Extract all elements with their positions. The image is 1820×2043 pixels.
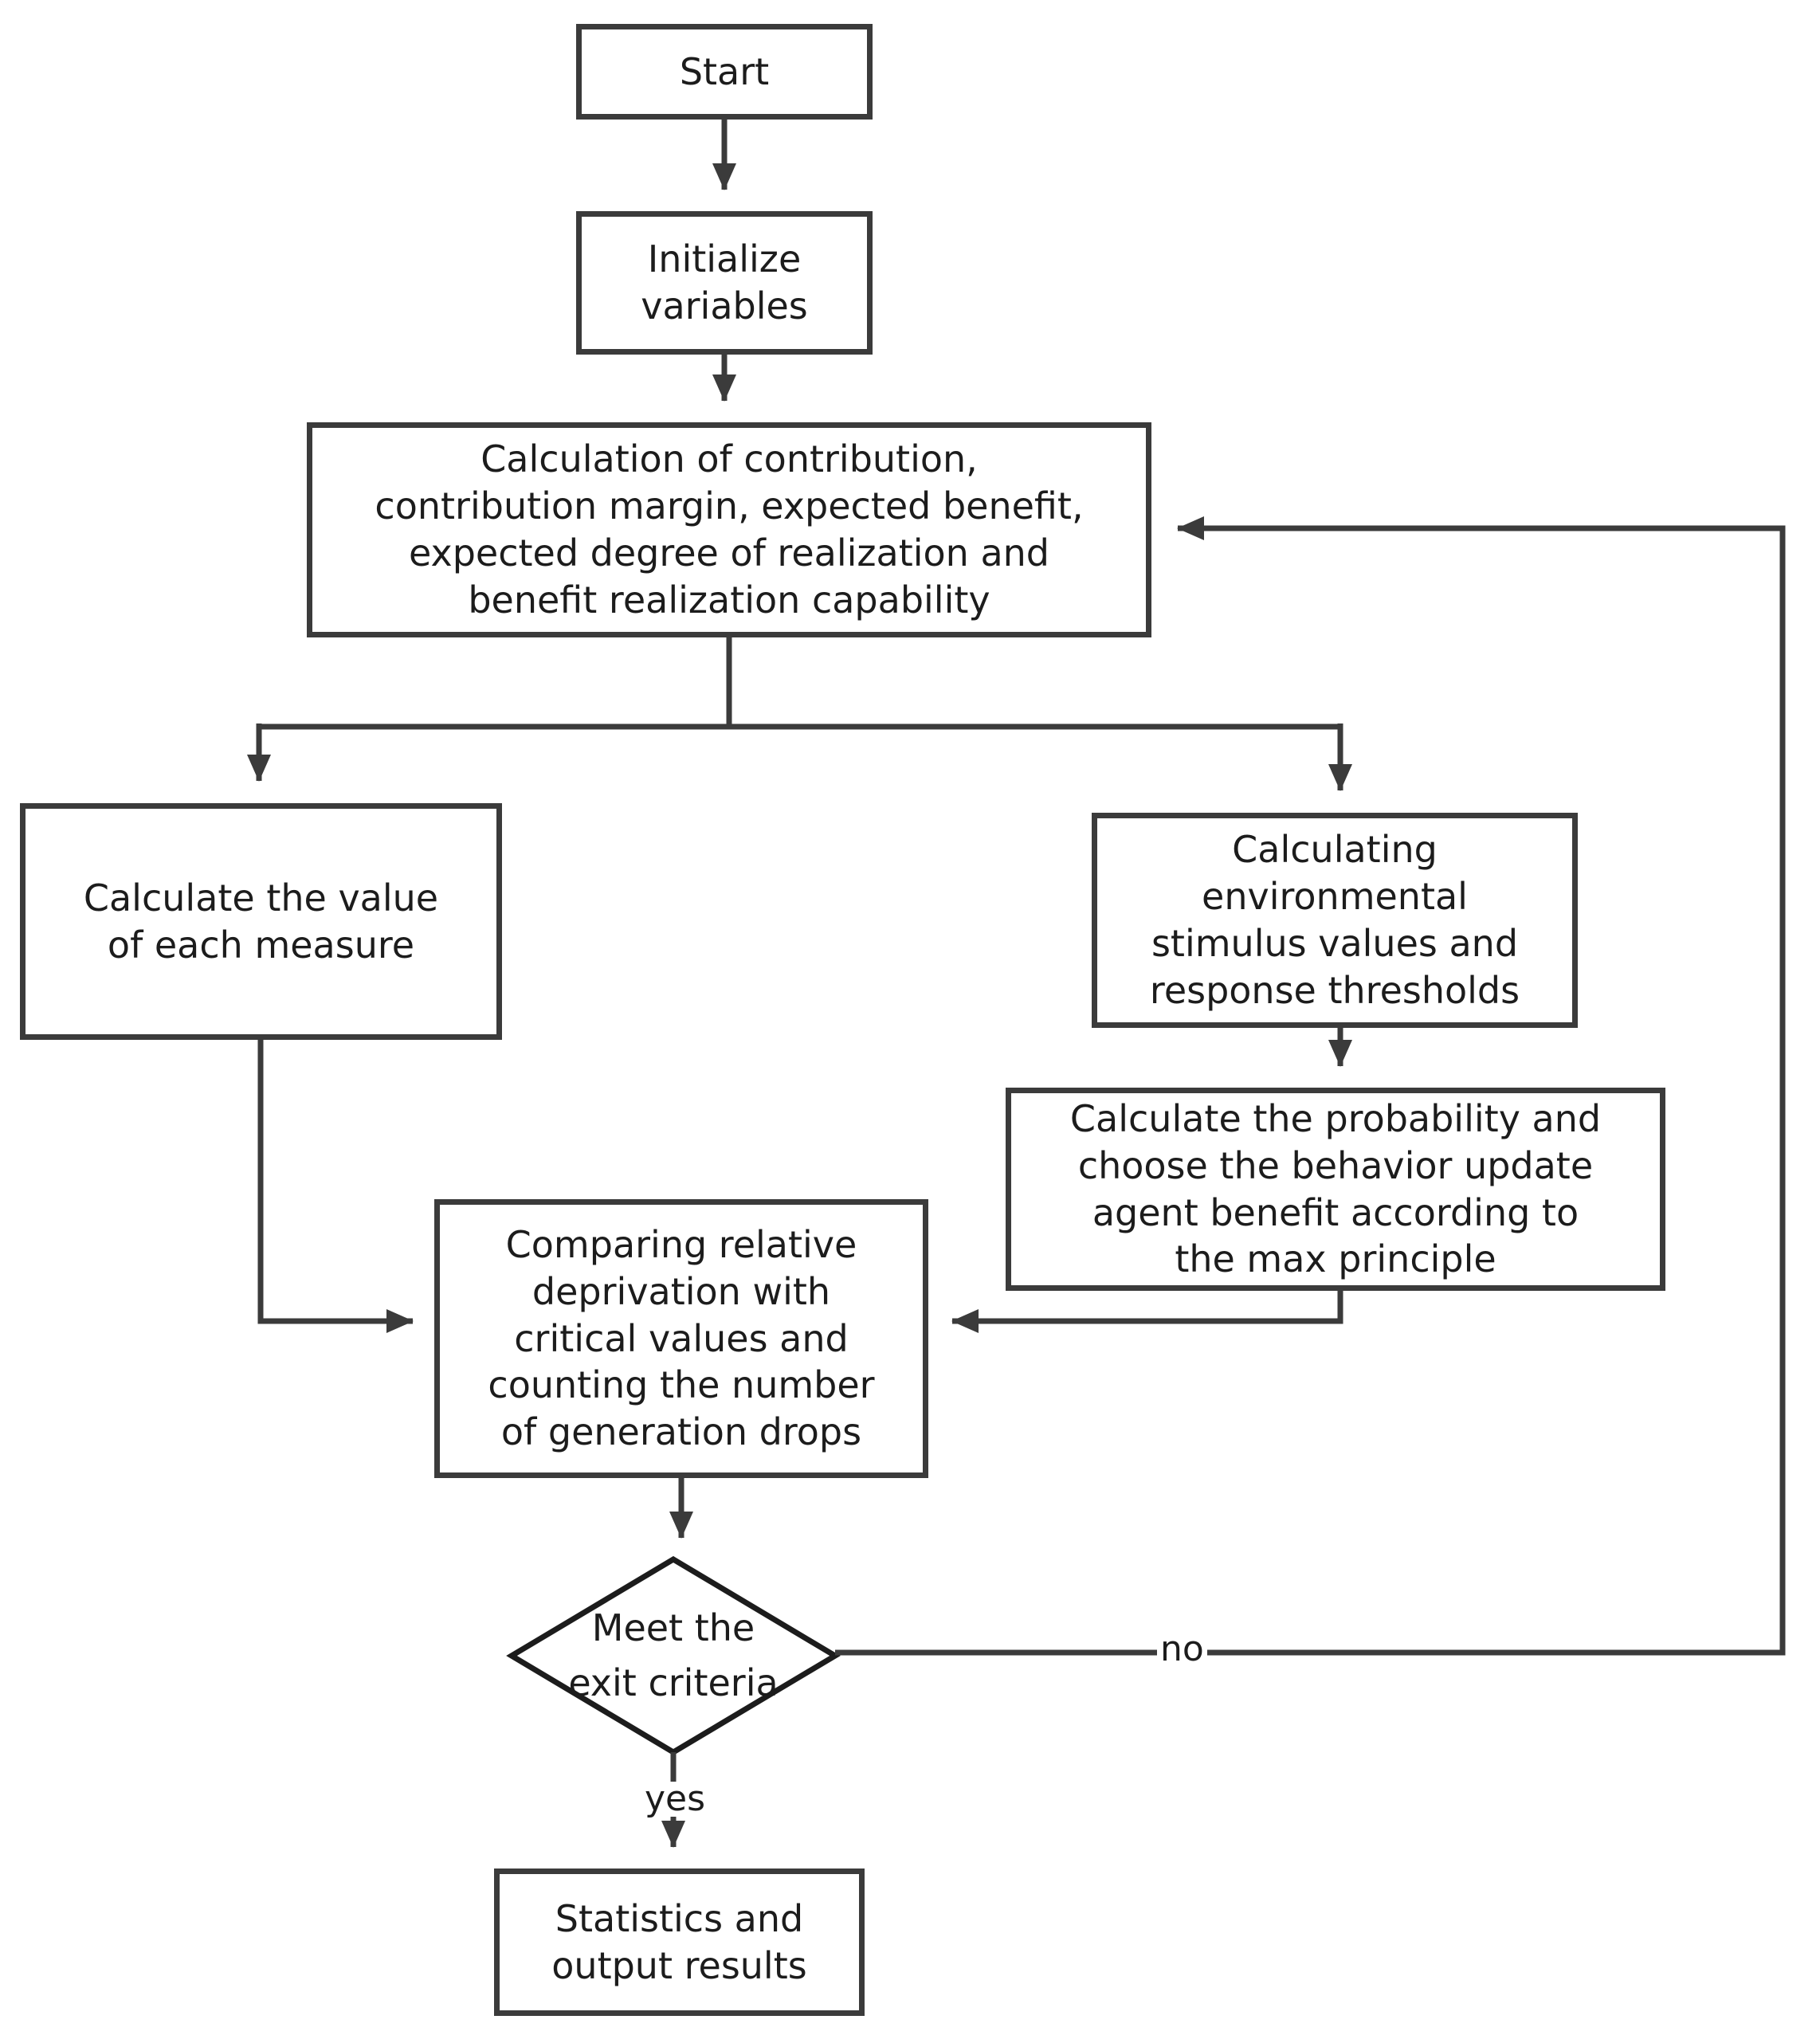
node-calculate-probability-label: Calculate the probability and choose the…	[1069, 1096, 1602, 1281]
node-calculate-measure-value[interactable]: Calculate the value of each measure	[20, 803, 502, 1040]
node-start[interactable]: Start	[576, 24, 873, 120]
node-start-label: Start	[679, 49, 770, 93]
node-comparing-deprivation-label: Comparing relative deprivation with crit…	[488, 1222, 875, 1454]
edge-probability-to-comparing	[951, 1291, 1343, 1333]
node-calculation-main[interactable]: Calculation of contribution, contributio…	[307, 422, 1151, 637]
node-calculation-main-label: Calculation of contribution, contributio…	[375, 437, 1084, 622]
node-statistics-output[interactable]: Statistics and output results	[494, 1869, 865, 2016]
node-initialize-variables[interactable]: Initialize variables	[576, 211, 873, 355]
node-initialize-label: Initialize variables	[641, 237, 808, 327]
node-calculating-environmental[interactable]: Calculating environmental stimulus value…	[1092, 813, 1578, 1028]
edge-label-no: no	[1157, 1632, 1207, 1667]
node-exit-decision[interactable]: Meet the exit criteria	[506, 1558, 841, 1754]
edge-label-yes: yes	[641, 1782, 709, 1817]
node-calculate-probability[interactable]: Calculate the probability and choose the…	[1006, 1088, 1665, 1291]
edge-decision-no-feedback	[835, 516, 1786, 1656]
node-comparing-deprivation[interactable]: Comparing relative deprivation with crit…	[434, 1199, 928, 1478]
node-exit-decision-label: Meet the exit criteria	[568, 1606, 779, 1704]
node-statistics-output-label: Statistics and output results	[551, 1896, 807, 1987]
node-calculate-measure-label: Calculate the value of each measure	[83, 876, 439, 967]
node-calculating-environmental-label: Calculating environmental stimulus value…	[1149, 828, 1520, 1012]
edge-measure-to-comparing	[257, 1040, 414, 1333]
